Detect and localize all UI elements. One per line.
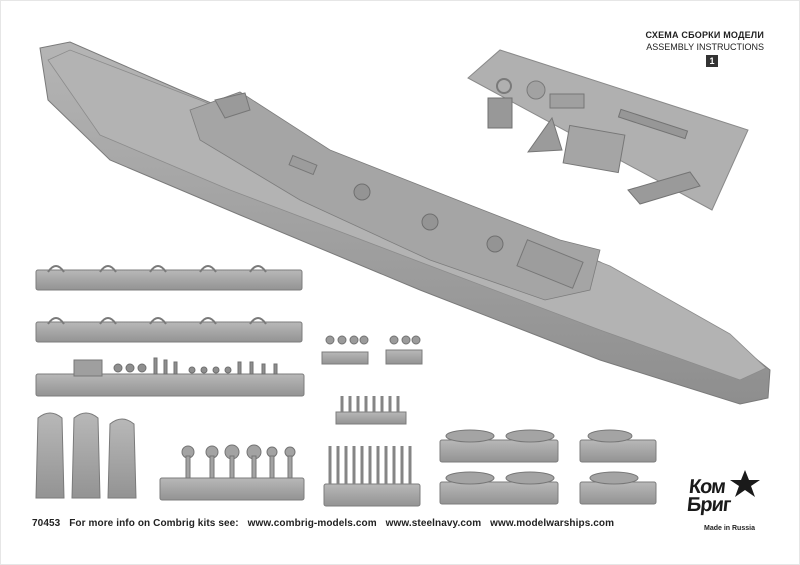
- small-parts-sprue: [467, 49, 749, 211]
- made-in-label: Made in Russia: [704, 525, 755, 532]
- hull-part: [39, 41, 771, 405]
- info-text: For more info on Combrig kits see:: [69, 518, 239, 529]
- small-sprue-b: [385, 335, 423, 365]
- link-combrig[interactable]: www.combrig-models.com: [247, 518, 377, 529]
- page-number-badge: 1: [706, 55, 718, 67]
- rail-strip-1: [35, 265, 303, 291]
- star-logo-icon: [730, 470, 760, 497]
- ventilators-sprue: [159, 444, 305, 501]
- boats-sprue-4: [579, 471, 657, 505]
- link-modelwarships[interactable]: www.modelwarships.com: [490, 518, 615, 529]
- funnels: [35, 412, 137, 499]
- boats-sprue-2: [439, 471, 559, 505]
- stanchion-sprue: [323, 446, 421, 507]
- fittings-strip: [35, 357, 305, 397]
- logo-line2: Бриг: [685, 494, 732, 516]
- comb-sprue: [335, 396, 407, 425]
- small-sprue-a: [321, 335, 369, 365]
- brand-logo: Ком Бриг: [685, 476, 733, 516]
- title-ru: СХЕМА СБОРКИ МОДЕЛИ: [645, 30, 764, 40]
- kit-number: 70453: [32, 518, 61, 529]
- footer-info: 70453 For more info on Combrig kits see:…: [32, 518, 614, 529]
- boats-sprue-1: [439, 429, 559, 463]
- link-steelnavy[interactable]: www.steelnavy.com: [385, 518, 482, 529]
- boats-sprue-3: [579, 429, 657, 463]
- rail-strip-2: [35, 317, 303, 343]
- title-en: ASSEMBLY INSTRUCTIONS: [646, 42, 764, 52]
